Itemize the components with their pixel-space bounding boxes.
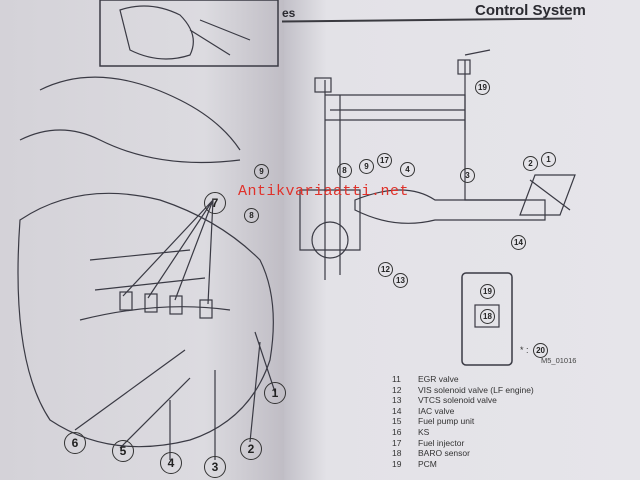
legend-num: 18: [392, 448, 402, 459]
section-title: Control System: [475, 2, 586, 19]
legend-label: Fuel pump unit: [418, 416, 475, 427]
left-callout-3: 3: [204, 456, 226, 478]
inset-frame: [99, 0, 279, 67]
air-filter: [519, 174, 576, 216]
left-page: [0, 0, 292, 480]
callout-9: 9: [359, 159, 374, 174]
footnote-ref: 20: [533, 343, 549, 358]
legend-label: BARO sensor: [418, 448, 470, 459]
legend-item: 18 BARO sensor: [392, 448, 534, 459]
legend-num: 12: [392, 384, 402, 395]
legend-num: 11: [392, 374, 401, 384]
legend-item: 11 EGR valve: [392, 374, 534, 385]
callout-19-pcm: 19: [480, 284, 495, 299]
footnote: * : 20: [520, 343, 549, 358]
hood-outline: [19, 76, 241, 164]
callout-2: 2: [523, 156, 538, 171]
legend-item: 14 IAC valve: [392, 406, 534, 417]
legend-num: 14: [392, 405, 402, 416]
footnote-symbol: * :: [520, 345, 529, 355]
exhaust-manifold: [119, 5, 194, 60]
callout-4: 4: [400, 162, 415, 177]
canister: [314, 77, 332, 93]
callout-12: 12: [378, 262, 393, 277]
legend-num: 16: [392, 426, 402, 437]
legend-num: 15: [392, 416, 402, 427]
legend-label: VIS solenoid valve (LF engine): [418, 384, 534, 395]
left-callout-4: 4: [160, 452, 182, 474]
engine-ribs: [79, 249, 231, 321]
legend-item: 13 VTCS solenoid valve: [392, 395, 534, 406]
legend-label: EGR valve: [418, 374, 459, 384]
sensor-box: [457, 59, 471, 75]
legend-label: VTCS solenoid valve: [418, 395, 497, 406]
legend-item: 17 Fuel injector: [392, 438, 534, 449]
crankshaft: [311, 221, 349, 259]
baro-box: [474, 304, 500, 328]
legend-item: 15 Fuel pump unit: [392, 416, 534, 427]
callout-13: 13: [393, 273, 408, 288]
cylinder: [299, 189, 361, 251]
callout-1: 1: [541, 152, 556, 167]
legend-label: IAC valve: [418, 405, 455, 416]
figure-code: M5_01016: [541, 356, 577, 365]
catalytic-pipe: [189, 19, 251, 56]
legend-label: Fuel injector: [418, 437, 465, 448]
legend-num: 19: [392, 458, 402, 469]
leader-lines-7: [122, 199, 214, 305]
pcm-box: [461, 272, 513, 366]
watermark: Antikvariaatti.net: [238, 183, 410, 200]
left-callout-1: 1: [264, 382, 286, 404]
header-partial-title: es: [282, 6, 296, 20]
left-callout-7: 7: [204, 192, 226, 214]
legend-item: 16 KS: [392, 427, 534, 438]
left-callout-2: 2: [240, 438, 262, 460]
legend-label: PCM: [418, 458, 437, 469]
injectors: [119, 291, 213, 319]
callout-19: 19: [475, 80, 490, 95]
callout-18: 18: [480, 309, 495, 324]
leader-lines-bottom: [74, 331, 276, 460]
left-callout-6: 6: [64, 432, 86, 454]
legend-num: 17: [392, 437, 402, 448]
left-callout-5: 5: [112, 440, 134, 462]
legend-item: 12 VIS solenoid valve (LF engine): [392, 385, 534, 396]
callout-8: 8: [337, 163, 352, 178]
legend-list: 11 EGR valve 12 VIS solenoid valve (LF eng…: [392, 374, 534, 469]
legend-label: KS: [418, 426, 430, 437]
legend-num: 13: [392, 395, 402, 406]
legend-item: 19 PCM: [392, 459, 534, 470]
left-callout-9: 9: [254, 164, 269, 179]
callout-17: 17: [377, 153, 392, 168]
callout-14: 14: [511, 235, 526, 250]
right-page: [284, 0, 640, 480]
callout-3: 3: [460, 168, 475, 183]
intake-manifold: [354, 189, 546, 224]
engine-block: [17, 192, 274, 448]
left-callout-8: 8: [244, 208, 259, 223]
